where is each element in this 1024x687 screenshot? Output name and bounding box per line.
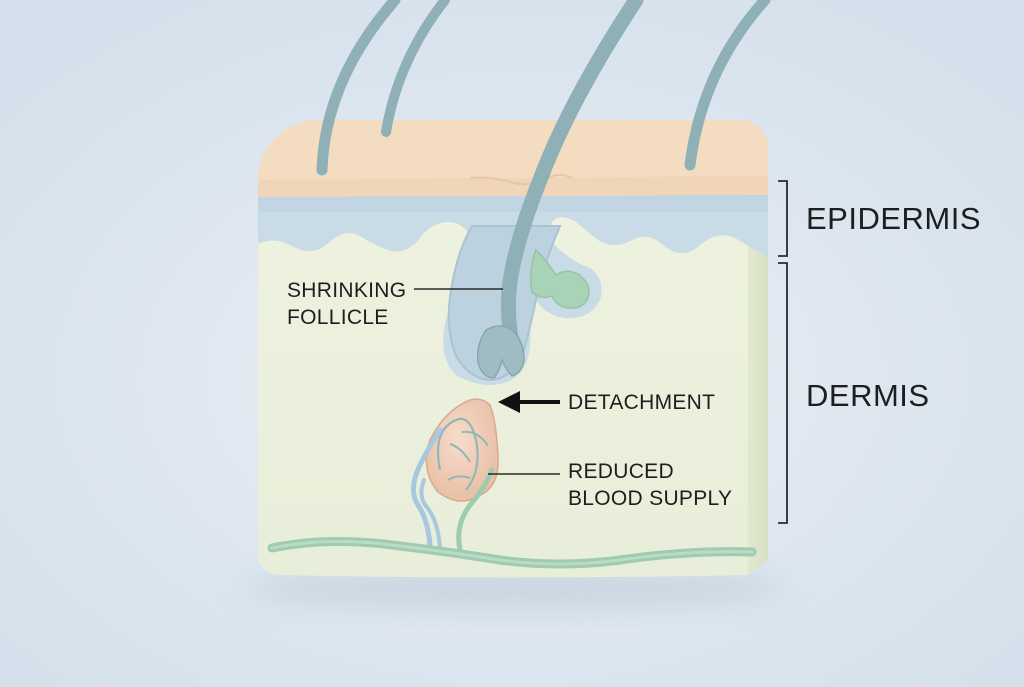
- hair-strand-1: [316, 0, 401, 176]
- hair-shaft-main: [500, 0, 644, 360]
- detachment-arrow-head: [498, 391, 520, 413]
- surface-dip: [469, 174, 573, 186]
- base-blood-vessel-highlight: [270, 539, 754, 566]
- papilla-capillary-2: [447, 430, 489, 481]
- skin-surface: [258, 120, 768, 195]
- hair-strand-3: [684, 0, 771, 171]
- epidermis-bracket: [778, 180, 788, 257]
- skin-surface-edge: [258, 176, 768, 197]
- epidermis-shade: [258, 195, 768, 212]
- shrinking-follicle-label: SHRINKING FOLLICLE: [287, 277, 406, 331]
- papilla-capillary-1: [436, 417, 479, 491]
- shrinking-follicle-line-1: SHRINKING: [287, 279, 407, 302]
- dermis-label: DERMIS: [806, 378, 930, 413]
- hair-strand-2: [381, 0, 450, 137]
- dermis-bracket: [778, 262, 788, 524]
- detachment-label: DETACHMENT: [568, 391, 716, 414]
- block-shadow: [245, 566, 785, 610]
- reduced-blood-supply-line-2: BLOOD SUPPLY: [568, 487, 733, 510]
- hair-bulb: [476, 325, 525, 379]
- epidermis-label: EPIDERMIS: [806, 201, 982, 236]
- reduced-blood-supply-label: REDUCED BLOOD SUPPLY: [568, 458, 732, 512]
- shrinking-follicle-line-2: FOLLICLE: [287, 306, 389, 329]
- vessel-blue-left: [411, 427, 443, 548]
- reduced-blood-supply-line-1: REDUCED: [568, 460, 674, 483]
- sebaceous-gland: [529, 248, 590, 310]
- vessel-blue-branch: [419, 478, 442, 550]
- dermis-layer: [258, 195, 748, 578]
- vessel-green-right: [456, 467, 495, 553]
